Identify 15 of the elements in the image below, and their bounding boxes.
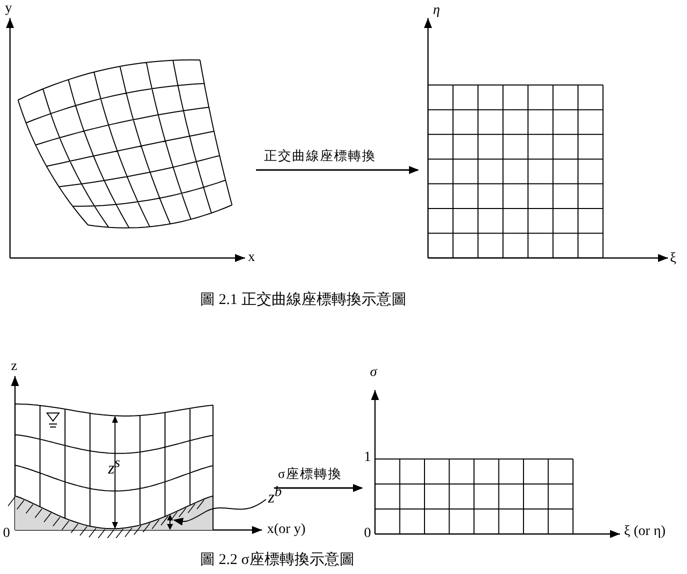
tick-label: 1 (364, 451, 371, 465)
leader-line (173, 498, 266, 526)
axis-label: z (11, 360, 18, 374)
axis-label: y (5, 2, 12, 16)
tick-label: 0 (364, 527, 371, 541)
axis-label: σ (370, 366, 377, 380)
axis-label: x (248, 251, 255, 265)
axis-label: η (433, 4, 440, 18)
axis-label: ξ (670, 252, 676, 266)
bed-elevation-label: z$^{b}$ (268, 484, 290, 506)
arrow (274, 484, 363, 492)
arrow (256, 166, 419, 174)
figure-caption: 圖 2.2 σ座標轉換示意圖 (200, 553, 354, 568)
figure-caption: 圖 2.1 正交曲線座標轉換示意圖 (200, 293, 406, 308)
tick-label: 0 (3, 527, 10, 541)
